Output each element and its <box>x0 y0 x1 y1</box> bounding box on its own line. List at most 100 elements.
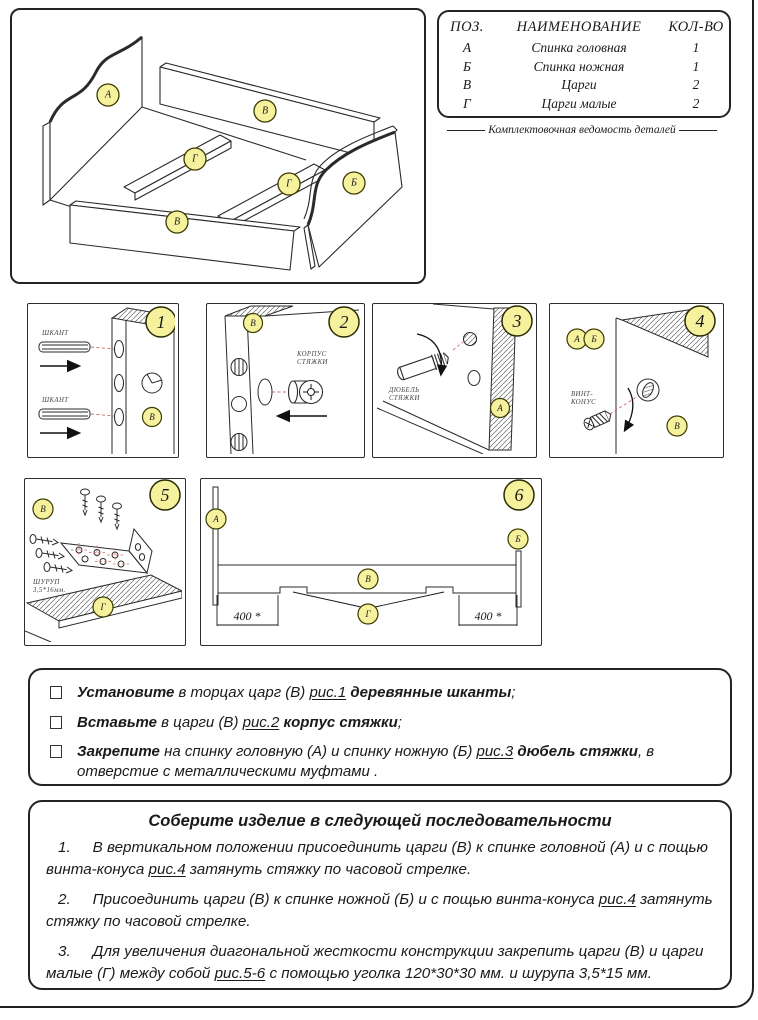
step-number-badge-1: 1 <box>145 306 175 338</box>
table-caption: Комплектовочная ведомость деталей <box>437 124 727 136</box>
parts-table: ПОЗ. НАИМЕНОВАНИЕ КОЛ-ВО А Спинка головн… <box>437 10 731 118</box>
table-cell: Царги малые <box>541 95 617 111</box>
svg-text:В: В <box>262 106 268 117</box>
dowel-bottom <box>38 408 91 420</box>
col-header-qty: КОЛ-ВО <box>668 19 724 35</box>
table-cell: 2 <box>692 95 700 111</box>
svg-text:3: 3 <box>512 311 522 331</box>
step-panel-5: ШУРУП 3,5*16мм. В Г 5 <box>24 478 186 646</box>
bed-drawing: А В Г Г Б В <box>42 35 403 271</box>
table-cell: В <box>462 77 472 92</box>
part-badge-v: В <box>242 312 264 334</box>
cam-dowel-bottom <box>230 433 248 451</box>
svg-text:Г: Г <box>364 609 371 619</box>
svg-text:Г: Г <box>99 602 106 612</box>
svg-text:В: В <box>40 504 46 514</box>
cam-dowel-top <box>230 358 248 376</box>
dowel-top <box>38 341 91 353</box>
part-badge-g: Г <box>357 603 379 625</box>
svg-text:2: 2 <box>340 312 349 332</box>
step-panel-2: КОРПУС СТЯЖКИ В 2 <box>206 303 365 458</box>
checklist-item: Закрепите на спинку головную (А) и спинк… <box>48 742 712 781</box>
table-cell: Г <box>463 95 471 111</box>
svg-text:Г: Г <box>285 179 292 190</box>
svg-text:3,5*16мм.: 3,5*16мм. <box>32 587 66 594</box>
part-badge-a: А <box>205 508 227 530</box>
step-number-badge-2: 2 <box>328 306 360 338</box>
svg-text:А: А <box>212 514 219 524</box>
dimension-left: 400 * <box>234 609 261 623</box>
table-cell: Спинка головная <box>531 40 627 55</box>
svg-text:ВИНТ-: ВИНТ- <box>571 391 593 398</box>
part-badge-b: Б <box>583 328 605 350</box>
step-panel-4: ВИНТ- КОНУС А Б В 4 <box>549 303 724 458</box>
sequence-box: Соберите изделие в следующей последовате… <box>28 800 732 990</box>
part-badge-v: В <box>141 406 163 428</box>
svg-text:5: 5 <box>161 485 170 505</box>
part-badge-g: Г <box>92 596 114 618</box>
svg-text:СТЯЖКИ: СТЯЖКИ <box>297 359 329 366</box>
part-badge-b: Б <box>507 528 529 550</box>
step-number-badge-5: 5 <box>149 479 181 511</box>
svg-text:Б: Б <box>514 534 521 544</box>
svg-text:Б: Б <box>590 334 597 344</box>
svg-text:Г: Г <box>191 154 198 165</box>
screws-top <box>80 488 122 531</box>
svg-text:ШКАНТ: ШКАНТ <box>41 397 69 404</box>
corner-bracket-icon <box>59 527 153 575</box>
part-badge-g1: Г <box>183 147 207 171</box>
svg-text:В: В <box>674 421 680 431</box>
part-badge-v: В <box>666 415 688 437</box>
step-panel-6: 400 * 400 * А Б В Г 6 <box>200 478 542 646</box>
svg-text:КОРПУС: КОРПУС <box>296 351 327 358</box>
part-badge-v: В <box>357 568 379 590</box>
part-badge-v-back: В <box>253 99 277 123</box>
table-cell: Спинка ножная <box>533 58 625 74</box>
checkbox-icon <box>50 686 62 699</box>
part-badge-v-front: В <box>165 210 189 234</box>
svg-text:ШУРУП: ШУРУП <box>32 579 61 586</box>
svg-text:4: 4 <box>696 311 705 331</box>
table-cell: А <box>462 40 472 55</box>
svg-text:А: А <box>496 403 503 413</box>
svg-text:1: 1 <box>157 312 166 332</box>
table-cell: Царги <box>561 77 597 92</box>
part-badge-b: Б <box>342 171 366 195</box>
svg-text:СТЯЖКИ: СТЯЖКИ <box>389 395 421 402</box>
sequence-title: Соберите изделие в следующей последовате… <box>148 812 612 830</box>
bed-exploded-figure: А В Г Г Б В <box>10 8 426 284</box>
sequence-step: 3.Для увеличения диагональной жесткости … <box>46 943 704 982</box>
svg-text:В: В <box>365 574 371 584</box>
screws-side <box>29 534 74 574</box>
svg-text:А: А <box>104 90 112 101</box>
svg-text:В: В <box>174 217 180 228</box>
part-badge-a: А <box>489 397 511 419</box>
sequence-step: 2.Присоединить царги (В) к спинке ножной… <box>46 891 713 930</box>
svg-text:ДЮБЕЛЬ: ДЮБЕЛЬ <box>388 387 420 394</box>
svg-text:КОНУС: КОНУС <box>570 399 596 406</box>
table-cell: 1 <box>692 58 700 74</box>
step-panel-1: ШКАНТ ШКАНТ В 1 <box>27 303 179 458</box>
part-badge-a: А <box>96 83 120 107</box>
metal-sleeve-icon <box>462 331 478 347</box>
step-panel-3: ДЮБЕЛЬ СТЯЖКИ А 3 <box>372 303 537 458</box>
col-header-name: НАИМЕНОВАНИЕ <box>516 19 642 35</box>
table-cell: 2 <box>692 77 700 92</box>
dimension-right: 400 * <box>475 609 502 623</box>
step-number-badge-4: 4 <box>684 305 716 337</box>
svg-text:ШКАНТ: ШКАНТ <box>41 330 69 337</box>
sequence-step: 1.В вертикальном положении присоединить … <box>46 839 708 878</box>
part-badge-g2: Г <box>277 172 301 196</box>
table-cell: 1 <box>692 40 700 55</box>
svg-text:6: 6 <box>515 485 524 505</box>
svg-text:Б: Б <box>350 178 357 189</box>
caption-dash-right <box>678 129 717 131</box>
step-number-badge-3: 3 <box>501 305 533 337</box>
caption-dash-left <box>447 129 486 131</box>
checkbox-icon <box>50 745 62 758</box>
table-cell: Б <box>463 58 471 74</box>
checklist-item: Вставьте в царги (В) рис.2 корпус стяжки… <box>48 713 712 733</box>
col-header-pos: ПОЗ. <box>450 19 484 35</box>
part-badge-v: В <box>32 498 54 520</box>
